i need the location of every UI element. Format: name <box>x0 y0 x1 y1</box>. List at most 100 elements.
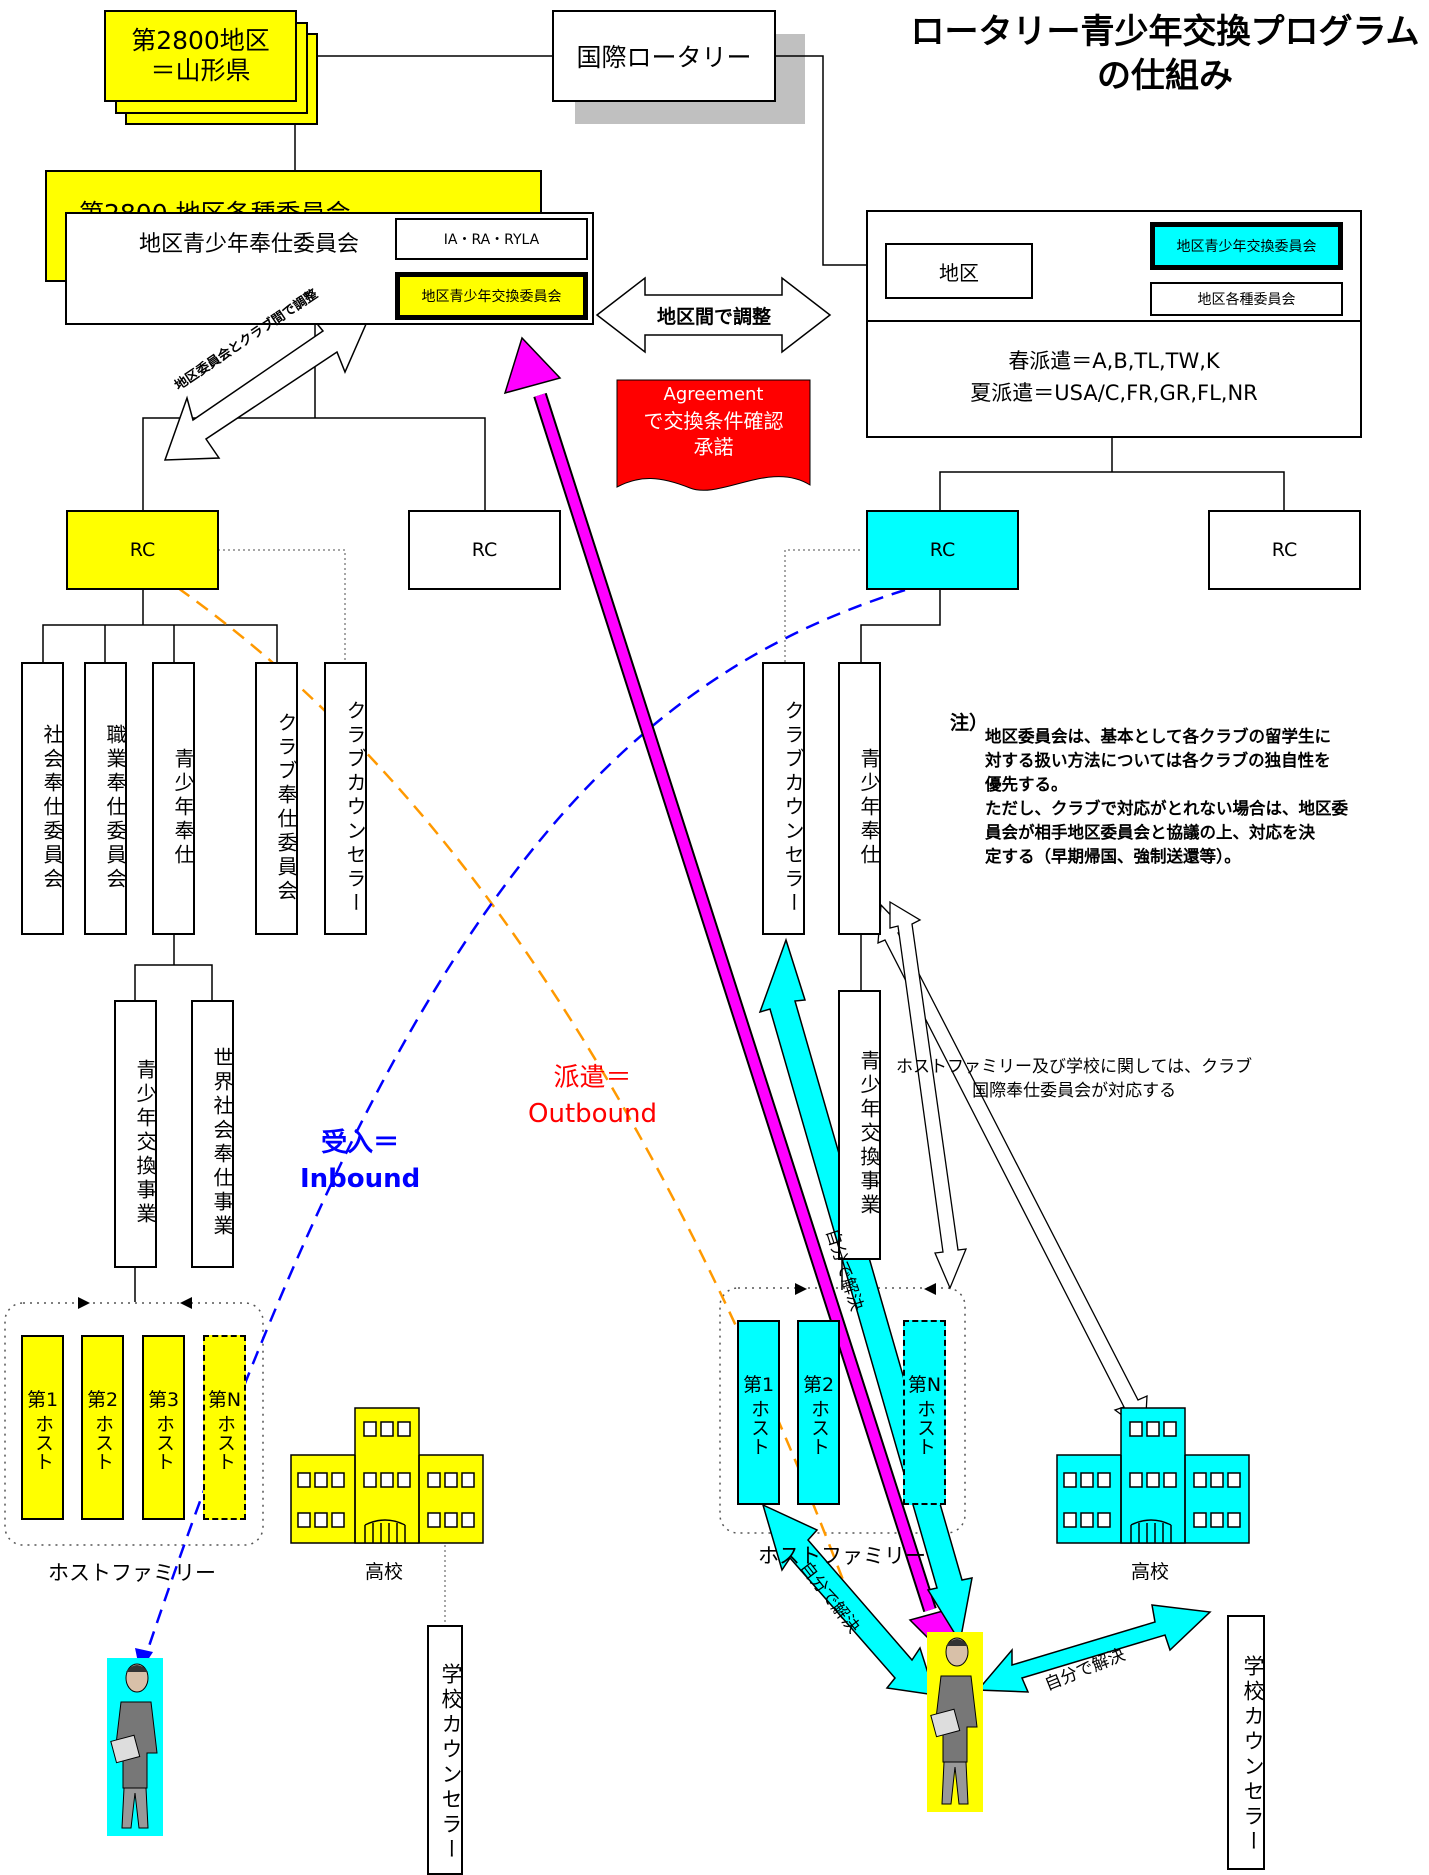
inbound-line-1: 受入＝ <box>321 1128 400 1158</box>
dispatch-schedule: 春派遣＝A,B,TL,TW,K 夏派遣＝USA/C,FR,GR,FL,NR <box>866 345 1362 409</box>
ia-ra-ryla-box[interactable]: IA・RA・RYLA <box>395 218 588 260</box>
school-building-icon[interactable] <box>1056 1405 1251 1545</box>
note-line-6: 定する（早期帰国、強制送還等）。 <box>985 847 1241 866</box>
outbound-label: 派遣＝ Outbound <box>528 1060 657 1132</box>
person-icon[interactable] <box>927 1632 983 1812</box>
club-counselor-left[interactable]: クラブカウンセラー <box>324 662 367 935</box>
school-building-icon[interactable] <box>290 1405 485 1545</box>
page-title: ロータリー青少年交換プログラム の仕組み <box>905 10 1425 98</box>
committee-community-service-label: 社会奉仕委員会 <box>40 723 64 892</box>
district-line-1: 第2800地区 <box>131 26 270 55</box>
right-district-box[interactable]: 地区 <box>885 243 1033 299</box>
rc-right-1-label: RC <box>929 539 956 561</box>
host-2-right-line-1: 第2 <box>802 1374 835 1396</box>
school-label-right: 高校 <box>1131 1561 1170 1583</box>
outbound-line-1: 派遣＝ <box>553 1063 632 1093</box>
host-n-left-line-2: ホスト <box>214 1414 236 1471</box>
ia-ra-ryla-label: IA・RA・RYLA <box>443 232 540 248</box>
host-2-right-line-2: ホスト <box>808 1399 830 1456</box>
rc-left-1-label: RC <box>129 539 156 561</box>
club-counselor-right-label: クラブカウンセラー <box>781 699 805 916</box>
host-3-left-line-1: 第3 <box>147 1389 180 1411</box>
rc-right-2[interactable]: RC <box>1208 510 1361 590</box>
club-counselor-left-label: クラブカウンセラー <box>343 699 367 916</box>
youth-exchange-project-right[interactable]: 青少年交換事業 <box>838 990 881 1260</box>
right-other-committees-label: 地区各種委員会 <box>1197 292 1296 308</box>
summer-dispatch: 夏派遣＝USA/C,FR,GR,FL,NR <box>970 381 1258 405</box>
youth-exchange-project-left[interactable]: 青少年交換事業 <box>114 1000 157 1268</box>
person-icon[interactable] <box>107 1658 163 1836</box>
host-school-note-line-2: 国際奉仕委員会が対応する <box>972 1081 1177 1101</box>
host-n-right[interactable]: 第N ホスト <box>903 1320 946 1505</box>
host-1-right-line-1: 第1 <box>742 1374 775 1396</box>
school-label-left: 高校 <box>365 1561 404 1583</box>
host-2-left-line-1: 第2 <box>86 1389 119 1411</box>
inbound-label: 受入＝ Inbound <box>300 1125 420 1197</box>
note-line-5: 員会が相手地区委員会と協議の上、対応を決 <box>985 823 1315 842</box>
committee-youth-service-right-label: 青少年奉仕 <box>857 747 881 868</box>
right-district-divider <box>866 320 1362 322</box>
youth-exchange-project-right-label: 青少年交換事業 <box>857 1050 881 1218</box>
school-counselor-right[interactable]: 学校カウンセラー <box>1227 1615 1265 1870</box>
rc-right-1[interactable]: RC <box>866 510 1019 590</box>
spring-dispatch: 春派遣＝A,B,TL,TW,K <box>1008 349 1220 373</box>
host-2-right[interactable]: 第2 ホスト <box>797 1320 840 1505</box>
rc-left-2-label: RC <box>471 539 498 561</box>
outbound-student-figure <box>930 1637 978 1805</box>
host-school-note: ホストファミリー及び学校に関しては、クラブ 国際奉仕委員会が対応する <box>896 1055 1252 1103</box>
agreement-line-3: 承諾 <box>693 435 734 459</box>
host-n-right-line-2: ホスト <box>914 1399 936 1456</box>
host-family-label-right: ホストファミリー <box>758 1544 926 1568</box>
district-exchange-committee-left[interactable]: 地区青少年交換委員会 <box>395 272 588 320</box>
rotary-international-box[interactable]: 国際ロータリー <box>552 10 776 102</box>
committee-vocational-service[interactable]: 職業奉仕委員会 <box>84 662 127 935</box>
rotary-international-label: 国際ロータリー <box>576 43 752 72</box>
host-1-right-line-2: ホスト <box>748 1399 770 1456</box>
host-1-left-line-1: 第1 <box>26 1389 59 1411</box>
district-line-2: ＝山形県 <box>150 56 251 85</box>
school-counselor-left[interactable]: 学校カウンセラー <box>427 1625 463 1875</box>
school-counselor-left-label: 学校カウンセラー <box>439 1662 463 1863</box>
district-exchange-committee-right-label: 地区青少年交換委員会 <box>1176 239 1317 255</box>
note-body: 地区委員会は、基本として各クラブの留学生に 対する扱い方法については各クラブの独… <box>985 725 1348 869</box>
host-1-left-line-2: ホスト <box>32 1414 54 1471</box>
district-club-arrow <box>163 313 372 461</box>
rc-right-2-label: RC <box>1271 539 1298 561</box>
right-other-committees-box[interactable]: 地区各種委員会 <box>1150 282 1343 316</box>
committee-club-service-label: クラブ奉仕委員会 <box>274 711 298 904</box>
note-line-3: 優先する。 <box>985 775 1068 794</box>
rc-left-2[interactable]: RC <box>408 510 561 590</box>
youth-exchange-project-left-label: 青少年交換事業 <box>133 1059 157 1227</box>
coordination-arrow <box>595 276 832 354</box>
committee-club-service[interactable]: クラブ奉仕委員会 <box>255 662 298 935</box>
host-3-left-line-2: ホスト <box>153 1414 175 1471</box>
inbound-line-2: Inbound <box>300 1164 421 1194</box>
district-box[interactable]: 第2800地区 ＝山形県 <box>104 10 297 102</box>
title-line-2: の仕組み <box>1097 56 1233 96</box>
committee-community-service[interactable]: 社会奉仕委員会 <box>21 662 64 935</box>
committee-youth-service-left[interactable]: 青少年奉仕 <box>152 662 195 935</box>
host-n-left[interactable]: 第N ホスト <box>203 1335 246 1520</box>
club-counselor-right[interactable]: クラブカウンセラー <box>762 662 805 935</box>
rc-left-1[interactable]: RC <box>66 510 219 590</box>
committee-youth-service-right[interactable]: 青少年奉仕 <box>838 662 881 935</box>
host-1-right[interactable]: 第1 ホスト <box>737 1320 780 1505</box>
district-exchange-committee-right[interactable]: 地区青少年交換委員会 <box>1150 222 1343 270</box>
right-district-label: 地区 <box>939 260 979 285</box>
note-line-4: ただし、クラブで対応がとれない場合は、地区委 <box>985 799 1348 818</box>
agreement-line-2: で交換条件確認 <box>643 409 784 433</box>
host-family-label-left: ホストファミリー <box>48 1561 216 1585</box>
host-n-left-line-1: 第N <box>207 1389 242 1411</box>
committee-youth-service-left-label: 青少年奉仕 <box>171 747 195 868</box>
host-2-left-line-2: ホスト <box>92 1414 114 1471</box>
host-2-left[interactable]: 第2 ホスト <box>81 1335 124 1520</box>
district-youth-service-label: 地区青少年奉仕委員会 <box>139 232 360 257</box>
outbound-line-2: Outbound <box>528 1099 658 1129</box>
world-community-service[interactable]: 世界社会奉仕事業 <box>191 1000 234 1268</box>
note-line-1: 地区委員会は、基本として各クラブの留学生に <box>985 727 1332 746</box>
host-1-left[interactable]: 第1 ホスト <box>21 1335 64 1520</box>
school-counselor-right-label: 学校カウンセラー <box>1241 1655 1265 1855</box>
committee-vocational-service-label: 職業奉仕委員会 <box>103 723 127 892</box>
host-3-left[interactable]: 第3 ホスト <box>142 1335 185 1520</box>
